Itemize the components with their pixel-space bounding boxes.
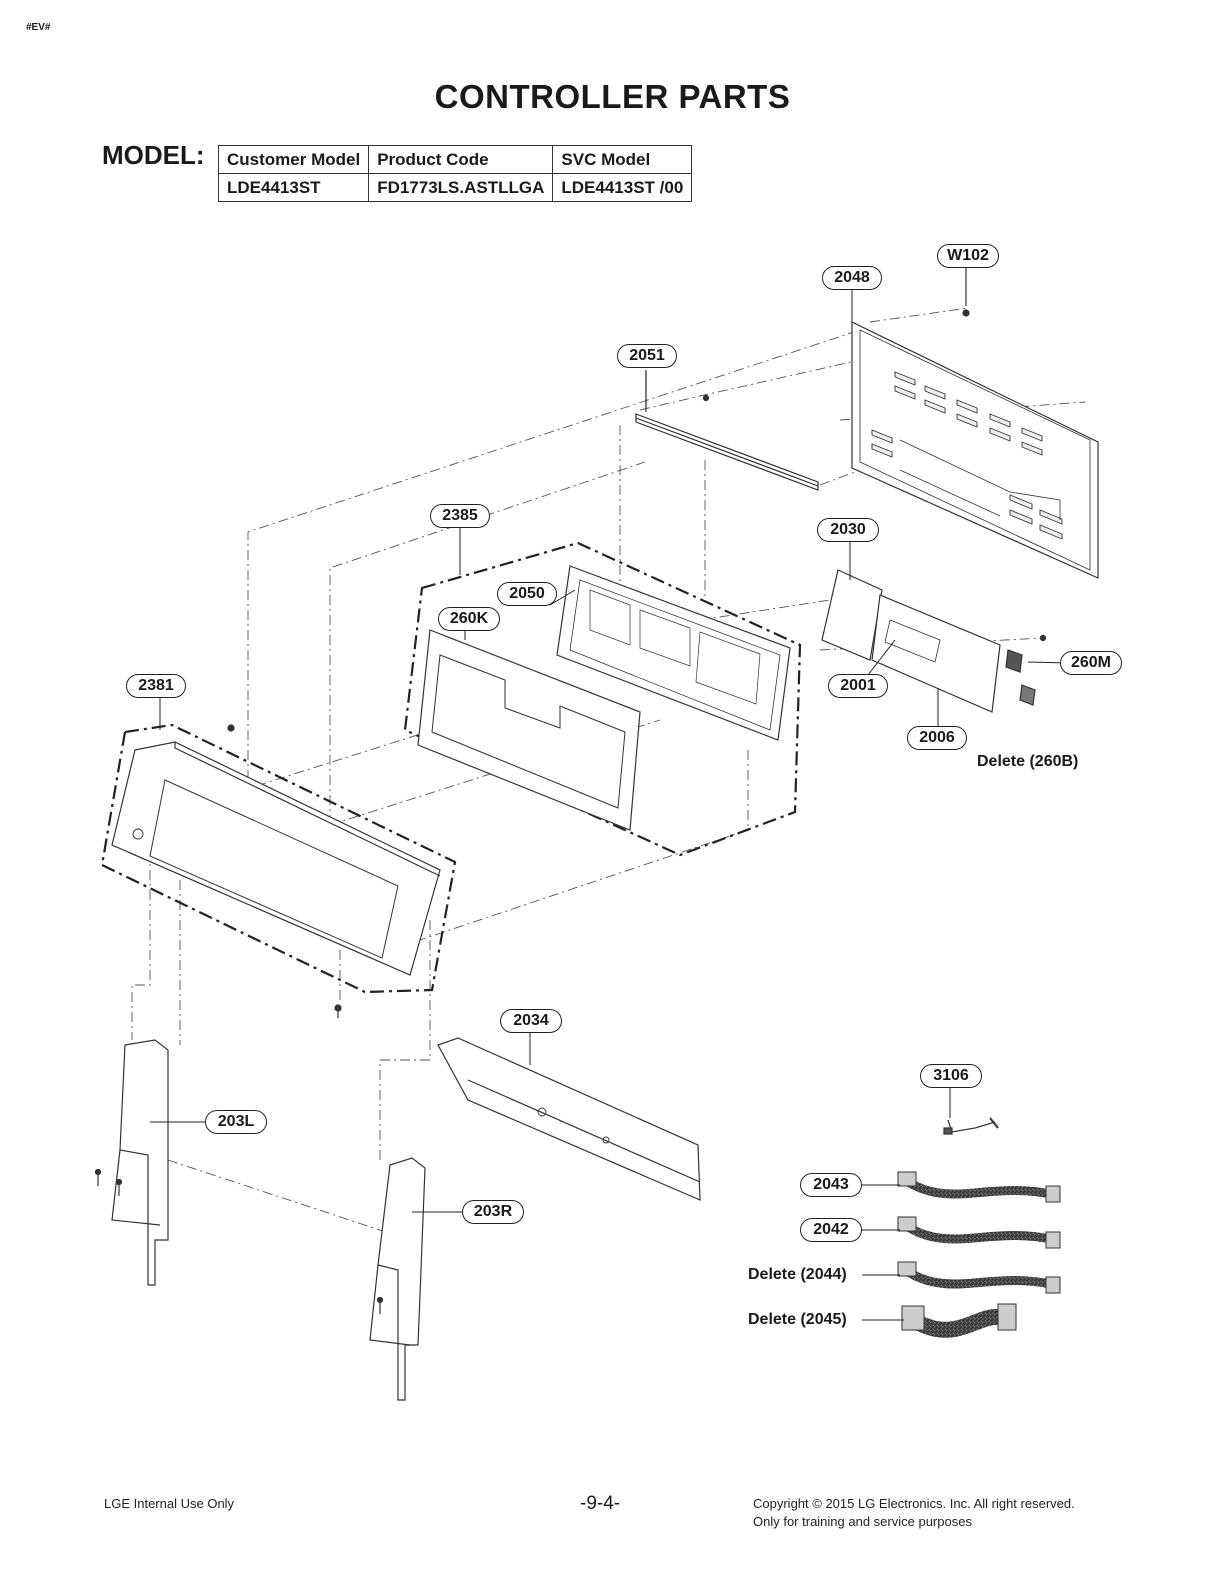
side-bracket-203l bbox=[94, 1039, 169, 1286]
callout-2043: 2043 bbox=[800, 1173, 862, 1197]
callout-2042: 2042 bbox=[800, 1218, 862, 1242]
support-rail-2034 bbox=[437, 1037, 701, 1201]
callout-260m: 260M bbox=[1060, 651, 1122, 675]
callout-203r: 203R bbox=[462, 1200, 524, 1224]
model-table: Customer Model Product Code SVC Model LD… bbox=[217, 145, 693, 202]
wire-harnesses bbox=[897, 1171, 1061, 1338]
cell-product-code: FD1773LS.ASTLLGA bbox=[368, 173, 554, 202]
callout-2048: 2048 bbox=[822, 266, 882, 290]
callout-2050: 2050 bbox=[497, 582, 557, 606]
page-title: CONTROLLER PARTS bbox=[434, 78, 791, 115]
screw-w102 bbox=[962, 268, 970, 317]
front-panel-group-outline bbox=[100, 723, 457, 994]
side-bracket-203r bbox=[369, 1157, 426, 1401]
bracket-bar-2051 bbox=[635, 370, 819, 491]
sensor-3106 bbox=[943, 1117, 999, 1135]
pcb-assembly bbox=[821, 569, 1047, 713]
footer-internal-use: LGE Internal Use Only bbox=[104, 1496, 235, 1511]
callout-203l: 203L bbox=[205, 1110, 267, 1134]
footer-copyright: Copyright © 2015 LG Electronics. Inc. Al… bbox=[753, 1496, 1075, 1511]
callout-2051: 2051 bbox=[617, 344, 677, 368]
model-table-header-row: Customer Model Product Code SVC Model bbox=[217, 145, 693, 174]
callout-2006: 2006 bbox=[907, 726, 967, 750]
model-table-row: LDE4413ST FD1773LS.ASTLLGA LDE4413ST /00 bbox=[217, 173, 693, 202]
callout-leaders bbox=[150, 290, 1069, 1321]
callout-2030: 2030 bbox=[817, 518, 879, 542]
display-group-outline bbox=[403, 541, 802, 857]
callout-260k: 260K bbox=[438, 607, 500, 631]
callout-2034: 2034 bbox=[500, 1009, 562, 1033]
display-window-260k bbox=[417, 629, 641, 831]
callout-2381: 2381 bbox=[126, 674, 186, 698]
delete-label-2044: Delete (2044) bbox=[748, 1266, 847, 1283]
header-product-code: Product Code bbox=[368, 145, 554, 174]
callout-w102: W102 bbox=[937, 244, 999, 268]
callout-2001: 2001 bbox=[828, 674, 888, 698]
cell-svc-model: LDE4413ST /00 bbox=[552, 173, 693, 202]
document-tag: #EV# bbox=[26, 22, 51, 33]
delete-label-260b: Delete (260B) bbox=[977, 753, 1079, 770]
header-customer-model: Customer Model bbox=[217, 145, 370, 174]
control-frame-2050 bbox=[556, 565, 791, 741]
header-svc-model: SVC Model bbox=[552, 145, 693, 174]
rear-cover-panel bbox=[851, 321, 1099, 579]
delete-label-2045: Delete (2045) bbox=[748, 1311, 847, 1328]
footer-purpose: Only for training and service purposes bbox=[753, 1514, 972, 1529]
callout-3106: 3106 bbox=[920, 1064, 982, 1088]
cell-customer-model: LDE4413ST bbox=[217, 173, 370, 202]
callout-2385: 2385 bbox=[430, 504, 490, 528]
model-label: MODEL: bbox=[102, 140, 205, 170]
front-panel-2381 bbox=[111, 724, 441, 1018]
page-number: -9-4- bbox=[580, 1493, 621, 1514]
